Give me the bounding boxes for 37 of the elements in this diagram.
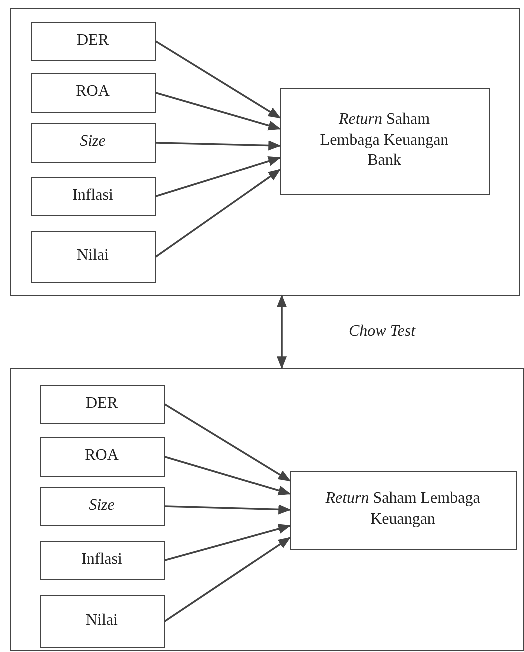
- variable-label: Size: [89, 496, 115, 516]
- arrow: [164, 504, 292, 515]
- variable-label: DER: [86, 394, 118, 414]
- variable-box: [40, 540, 164, 580]
- variable-label: Nilai: [77, 246, 109, 266]
- panel: [10, 8, 520, 296]
- variable-box: [30, 22, 156, 60]
- outcome-box: [290, 470, 516, 550]
- variable-label: Size: [80, 132, 106, 152]
- variable-label: Nilai: [86, 610, 118, 631]
- arrow: [156, 156, 282, 198]
- outcome-label: Return Saham Lembaga Keuangan: [324, 489, 482, 530]
- outcome-box: [280, 88, 490, 194]
- arrow: [164, 404, 292, 482]
- arrow: [155, 169, 282, 258]
- variable-label: ROA: [85, 446, 119, 466]
- arrow: [276, 294, 288, 370]
- arrow: [156, 92, 282, 131]
- arrow: [164, 524, 292, 562]
- variable-box: [30, 122, 156, 162]
- arrow: [164, 456, 292, 496]
- variable-label: Inflasi: [82, 550, 122, 570]
- variable-label: DER: [77, 30, 109, 51]
- variable-label: Inflasi: [72, 186, 114, 206]
- arrow: [156, 40, 282, 119]
- variable-label: ROA: [76, 82, 110, 102]
- arrow: [156, 140, 282, 151]
- arrow: [164, 537, 292, 622]
- variable-box: [40, 486, 164, 526]
- outcome-label: Return Saham Lembaga Keuangan Bank: [319, 110, 450, 172]
- variable-box: [40, 436, 164, 476]
- panel: [10, 368, 524, 651]
- variable-box: [40, 594, 164, 648]
- variable-box: [30, 176, 156, 216]
- variable-box: [30, 72, 156, 112]
- variable-box: [30, 230, 156, 282]
- variable-box: [40, 384, 164, 424]
